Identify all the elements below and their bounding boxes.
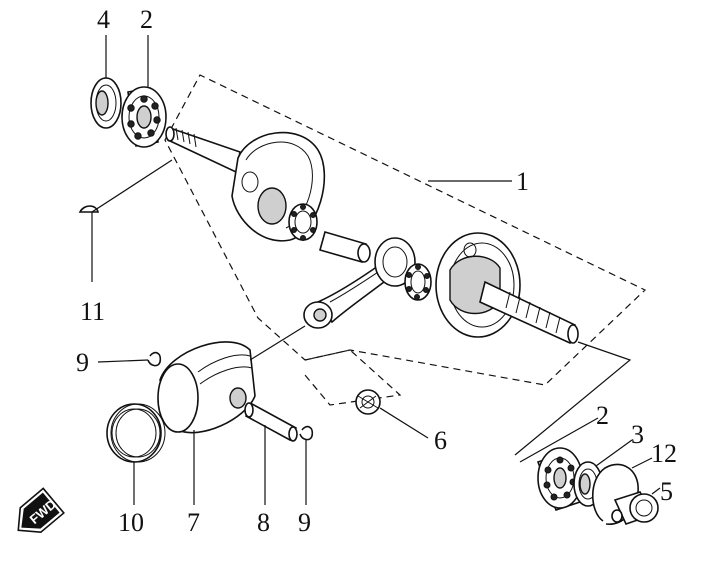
crank-left-shaft	[165, 126, 241, 174]
big-end-bearing	[404, 263, 432, 301]
oil-seal-left	[90, 77, 122, 129]
circlip-top	[147, 351, 162, 367]
callout-9: 9	[76, 348, 89, 377]
callout-1: 1	[516, 167, 529, 196]
callout-12: 12	[651, 439, 677, 468]
callout-9-right: 9	[298, 508, 311, 537]
leader-7a	[249, 325, 306, 361]
callout-5: 5	[660, 477, 673, 506]
callout-11: 11	[80, 297, 105, 326]
piston	[157, 341, 256, 434]
callout-2-right: 2	[596, 401, 609, 430]
crankshaft-assembly-boundary	[164, 74, 647, 386]
callout-2: 2	[140, 5, 153, 34]
leader-12	[631, 457, 653, 469]
callout-3: 3	[631, 420, 644, 449]
callout-6: 6	[434, 426, 447, 455]
leader-6	[379, 407, 429, 439]
crank-right-shaft	[479, 280, 579, 345]
callout-4: 4	[97, 5, 110, 34]
crank-web-right	[435, 232, 521, 338]
leader-shaft-to-bearing	[514, 341, 632, 456]
leader-9a	[97, 359, 149, 363]
woodruff-key	[78, 205, 100, 213]
crank-needle-bearing	[288, 203, 318, 241]
fwd-arrow-icon: FWD	[17, 487, 65, 534]
leader-5	[651, 487, 661, 495]
connecting-rod	[303, 237, 416, 329]
callout-10: 10	[118, 508, 144, 537]
leader-2b	[519, 417, 599, 463]
collar	[611, 491, 659, 525]
piston-rings	[106, 403, 166, 463]
callout-8: 8	[257, 508, 270, 537]
crank-pin	[319, 231, 371, 264]
leader-3	[595, 439, 633, 467]
circlip-bottom	[299, 425, 314, 441]
piston-group-boundary	[304, 349, 402, 406]
leader-11	[91, 159, 173, 282]
piston-pin	[244, 402, 298, 442]
bearing-left	[121, 86, 167, 148]
oil-seal-right	[573, 461, 603, 507]
small-end-bearing	[355, 389, 381, 415]
callout-7: 7	[187, 508, 200, 537]
